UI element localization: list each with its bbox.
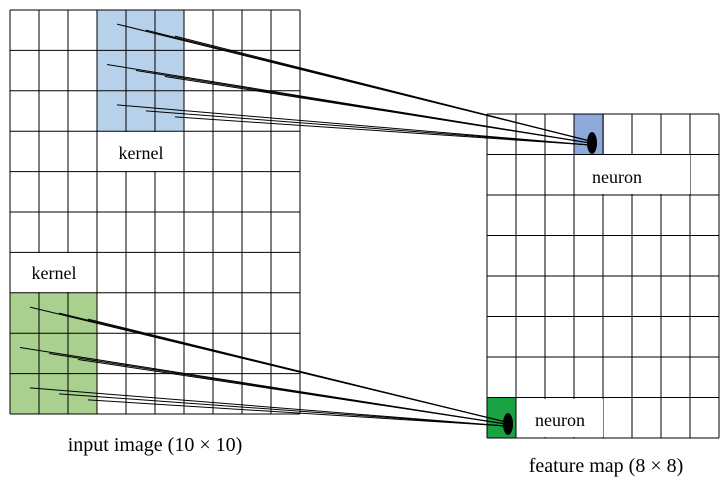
neuron-top-label: neuron: [592, 167, 642, 187]
feature-map-grid: neuron neuron: [486, 113, 720, 439]
neuron-bottom-dot: [503, 413, 513, 435]
connection-line: [58, 393, 507, 427]
connection-line: [174, 116, 591, 146]
kernel-bottom-label-box: [11, 253, 96, 292]
input-grid-lines: [9, 9, 301, 415]
kernel-bottom-label: kernel: [32, 263, 77, 283]
connection-line: [145, 110, 591, 146]
input-image-caption: input image (10 × 10): [68, 434, 243, 456]
neuron-top-dot: [587, 132, 597, 154]
connection-line: [77, 359, 507, 425]
connection-line: [87, 399, 507, 427]
neuron-top-label-box: [575, 155, 690, 194]
connection-lines: [19, 23, 591, 427]
feature-map-caption: feature map (8 × 8): [529, 455, 684, 477]
connection-line: [174, 35, 591, 142]
connection-line: [87, 318, 507, 423]
neuron-bottom-label: neuron: [535, 410, 585, 430]
kernel-top-label: kernel: [119, 143, 164, 163]
connection-line: [164, 76, 591, 144]
connection-line: [116, 104, 591, 146]
connection-line: [29, 387, 507, 427]
kernel-top-label-box: [98, 132, 183, 171]
neuron-bottom-label-box: [517, 399, 603, 437]
input-image-grid: kernel kernel: [9, 9, 301, 415]
